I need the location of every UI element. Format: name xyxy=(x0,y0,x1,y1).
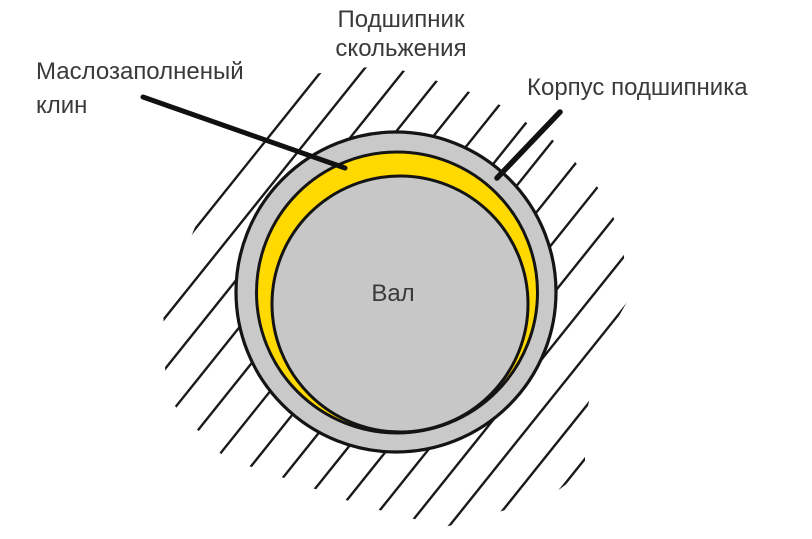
hatch-line xyxy=(631,43,812,539)
housing-label: Корпус подшипника xyxy=(527,74,748,101)
hatch-line xyxy=(163,65,386,527)
shaft-circle xyxy=(270,174,530,434)
hatch-line xyxy=(384,65,628,527)
hatch-line xyxy=(507,65,628,527)
hatch-line xyxy=(713,43,812,539)
hatch-line xyxy=(548,65,628,527)
oil-wedge-label-line2: клин xyxy=(36,92,87,119)
housing-leader-line xyxy=(494,109,563,181)
hatch-line xyxy=(466,65,628,527)
hatch-line xyxy=(672,43,812,539)
hatch-line xyxy=(163,65,427,527)
hatch-line xyxy=(163,65,345,527)
diagram-title-line1: Подшипник xyxy=(338,6,465,33)
hatch-line xyxy=(589,65,628,527)
hatch-line xyxy=(425,65,628,527)
oil-wedge-label-line1: Маслозаполненый xyxy=(36,58,244,85)
hatch-line xyxy=(163,65,181,527)
diagram-title-line2: скольжения xyxy=(335,35,466,62)
oil-wedge-leader-line xyxy=(140,94,348,171)
shaft-label: Вал xyxy=(371,280,414,307)
